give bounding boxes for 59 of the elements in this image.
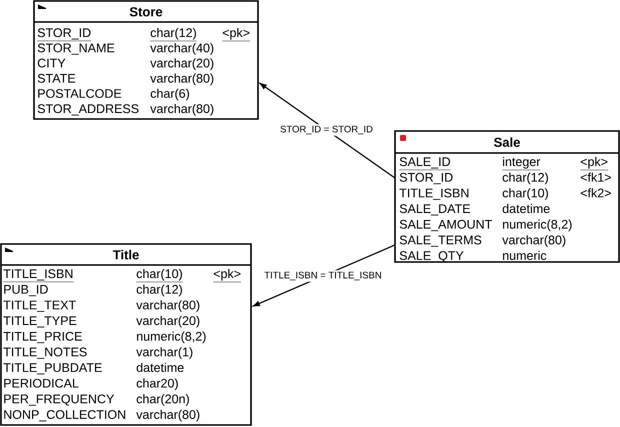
data-type: numeric(8,2): [503, 220, 572, 232]
column-name: SALE_DATE: [400, 204, 470, 216]
edge-label: STOR_ID = STOR_ID: [278, 124, 374, 136]
data-type: datetime: [136, 362, 184, 372]
column-name: SALE_ID: [399, 157, 451, 170]
data-type: char(20n): [136, 394, 189, 406]
data-type: varchar(80): [136, 410, 200, 422]
key-tag: <pk>: [222, 28, 250, 42]
column-name: TITLE_TYPE: [3, 316, 76, 328]
table-box: [394, 130, 620, 263]
column-name: STOR_ID: [400, 172, 453, 184]
table-box: [0, 243, 252, 426]
data-type: char(10): [502, 188, 548, 200]
table-title: Sale: [494, 137, 520, 147]
key-tag: <fk1>: [580, 172, 611, 182]
data-type: char(10): [136, 268, 183, 282]
column-name: STATE: [38, 74, 76, 83]
data-type: varchar(80): [150, 104, 214, 116]
data-type: varchar(80): [150, 74, 214, 86]
data-type: numeric: [503, 250, 546, 260]
data-type: varchar(40): [150, 43, 214, 55]
column-name: SALE_AMOUNT: [400, 220, 492, 232]
data-type: varchar(80): [502, 235, 566, 247]
data-type: datetime: [502, 204, 550, 214]
data-type: char(12): [502, 172, 548, 184]
column-name: STOR_ID: [37, 28, 92, 42]
table-title: Store: [130, 7, 162, 16]
data-type: varchar(80): [136, 300, 200, 312]
column-name: STOR_ADDRESS: [38, 104, 138, 116]
data-type: char(12): [136, 284, 182, 296]
data-type: char(12): [150, 28, 197, 42]
column-name: PER_FREQUENCY: [4, 394, 114, 406]
data-type: numeric(8,2): [137, 332, 206, 344]
column-name: TITLE_ISBN: [3, 269, 74, 282]
column-name: TITLE_PRICE: [3, 332, 82, 344]
data-type: integer: [502, 156, 541, 170]
data-type: varchar(1): [136, 347, 192, 359]
table-box: [33, 0, 259, 120]
column-name: NONP_COLLECTION: [4, 410, 126, 422]
column-name: STOR_NAME: [38, 43, 114, 55]
data-type: varchar(20): [150, 58, 214, 70]
column-name: TITLE_NOTES: [3, 348, 87, 359]
key-tag: <fk2>: [580, 188, 611, 198]
column-name: PUB_ID: [4, 285, 48, 296]
column-name: TITLE_ISBN: [399, 188, 468, 200]
column-name: PERIODICAL: [4, 378, 78, 388]
data-type: char(6): [150, 88, 190, 100]
data-type: char20): [136, 378, 178, 390]
key-tag: <pk>: [213, 268, 242, 282]
key-tag: <pk>: [580, 156, 608, 170]
column-name: TITLE_PUBDATE: [3, 363, 102, 374]
data-type: varchar(20): [136, 316, 200, 328]
edge-label: TITLE_ISBN = TITLE_ISBN: [262, 270, 384, 282]
arrow: [260, 82, 396, 179]
column-name: SALE_TERMS: [400, 236, 482, 247]
column-name: CITY: [38, 58, 66, 68]
column-name: POSTALCODE: [38, 89, 122, 98]
table-title: Title: [112, 250, 139, 260]
column-name: TITLE_TEXT: [3, 300, 76, 312]
